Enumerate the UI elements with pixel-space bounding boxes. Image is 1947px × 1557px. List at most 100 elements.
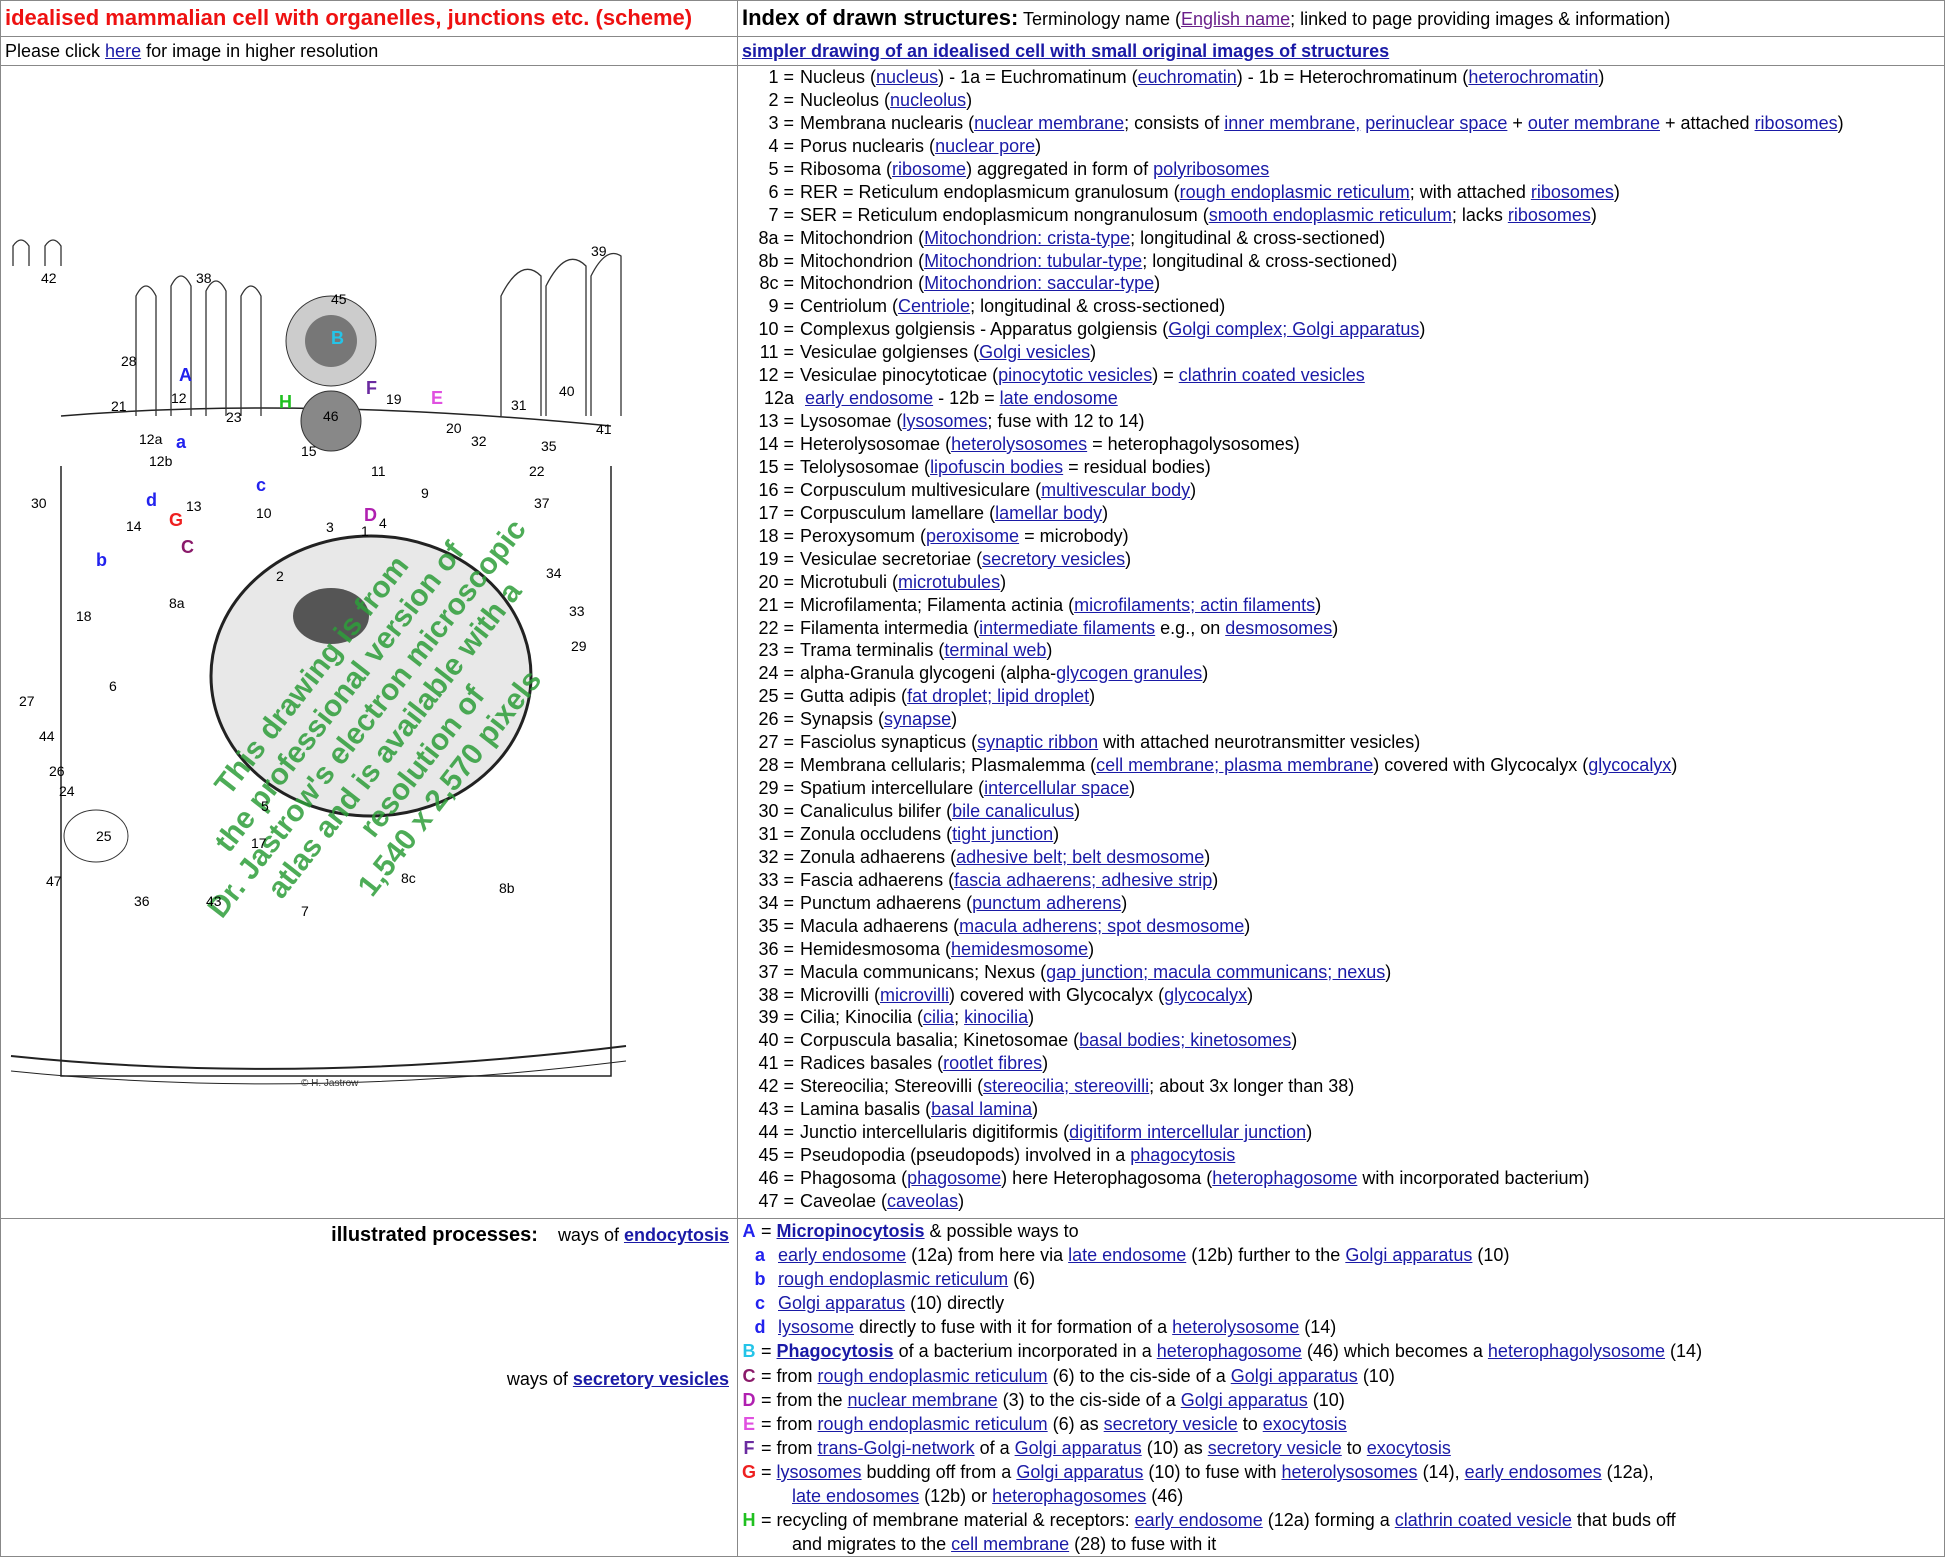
term-link[interactable]: stereocilia; stereovilli [983, 1076, 1150, 1097]
term-link[interactable]: phagocytosis [1130, 1145, 1236, 1166]
term-link[interactable]: early endosome [1134, 1510, 1263, 1531]
term-link[interactable]: glycogen granules [1056, 663, 1203, 684]
hires-link[interactable]: here [105, 41, 142, 61]
term-link[interactable]: exocytosis [1262, 1413, 1347, 1434]
term-link[interactable]: cilia [923, 1007, 955, 1028]
term-link[interactable]: intercellular space [984, 778, 1130, 799]
term-link[interactable]: outer membrane [1527, 112, 1660, 133]
term-link[interactable]: Golgi apparatus [1180, 1389, 1308, 1410]
term-link[interactable]: glycocalyx [1164, 984, 1248, 1005]
term-link[interactable]: Phagocytosis [776, 1341, 894, 1362]
term-link[interactable]: phagosome [907, 1168, 1002, 1188]
term-link[interactable]: rough endoplasmic reticulum [778, 1269, 1009, 1290]
term-link[interactable]: nuclear pore [935, 135, 1036, 156]
term-link[interactable]: heterochromatin [1468, 67, 1599, 87]
term-link[interactable]: Mitochondrion: crista-type [924, 227, 1131, 248]
term-link[interactable]: nucleus [876, 67, 939, 87]
term-link[interactable]: heterolysosome [1172, 1317, 1300, 1338]
term-link[interactable]: secretory vesicles [982, 548, 1126, 569]
term-link[interactable]: basal bodies; kinetosomes [1079, 1030, 1292, 1051]
term-link[interactable]: punctum adherens [972, 892, 1122, 913]
term-link[interactable]: nuclear membrane [847, 1389, 998, 1410]
term-link[interactable]: trans-Golgi-network [817, 1437, 975, 1458]
term-link[interactable]: Golgi apparatus [778, 1293, 906, 1314]
term-link[interactable]: ribosome [892, 158, 967, 179]
term-link[interactable]: nuclear membrane [974, 112, 1125, 133]
term-link[interactable]: Golgi apparatus [1345, 1245, 1473, 1266]
term-link[interactable]: secretory vesicle [1207, 1437, 1342, 1458]
term-link[interactable]: desmosomes [1225, 617, 1333, 638]
term-link[interactable]: heterophagosome [1212, 1168, 1358, 1188]
term-link[interactable]: early endosome [805, 388, 934, 409]
term-link[interactable]: synapse [884, 709, 952, 730]
term-link[interactable]: intermediate filaments [979, 617, 1156, 638]
term-link[interactable]: microvilli [880, 984, 949, 1005]
term-link[interactable]: glycocalyx [1588, 755, 1672, 776]
term-link[interactable]: pinocytotic vesicles [998, 365, 1153, 386]
secretory-vesicles-link[interactable]: secretory vesicles [572, 1369, 729, 1389]
simpler-drawing-link[interactable]: simpler drawing of an idealised cell wit… [742, 41, 1390, 61]
term-link[interactable]: fat droplet; lipid droplet [907, 686, 1090, 707]
term-link[interactable]: Golgi apparatus [1016, 1461, 1144, 1482]
term-link[interactable]: heterophagosome [1156, 1341, 1302, 1362]
term-link[interactable]: microfilaments; actin filaments [1074, 594, 1316, 615]
term-link[interactable]: late endosome [999, 388, 1118, 409]
term-link[interactable]: lysosomes [902, 411, 988, 432]
term-link[interactable]: Golgi vesicles [979, 342, 1091, 363]
term-link[interactable]: clathrin coated vesicles [1178, 365, 1365, 386]
term-link[interactable]: peroxisome [926, 525, 1020, 546]
term-link[interactable]: lysosome [778, 1317, 855, 1338]
term-link[interactable]: exocytosis [1366, 1437, 1451, 1458]
term-link[interactable]: fascia adhaerens; adhesive strip [954, 869, 1213, 890]
english-name-link[interactable]: English name [1181, 9, 1291, 29]
term-link[interactable]: Mitochondrion: tubular-type [924, 250, 1143, 271]
term-link[interactable]: inner membrane, [1224, 112, 1361, 133]
term-link[interactable]: adhesive belt; belt desmosome [956, 846, 1205, 867]
term-link[interactable]: rootlet fibres [943, 1053, 1043, 1074]
term-link[interactable]: heterophagolysosome [1487, 1341, 1666, 1362]
term-link[interactable]: cell membrane [951, 1534, 1070, 1555]
term-link[interactable]: nucleolus [890, 89, 967, 110]
term-link[interactable]: ribosomes [1507, 204, 1591, 225]
term-link[interactable]: rough endoplasmic reticulum [1179, 181, 1410, 202]
term-link[interactable]: euchromatin [1137, 67, 1237, 87]
term-link[interactable]: cell membrane; plasma membrane [1096, 755, 1374, 776]
term-link[interactable]: microtubules [898, 571, 1001, 592]
term-link[interactable]: rough endoplasmic reticulum [817, 1413, 1048, 1434]
term-link[interactable]: Golgi complex; Golgi apparatus [1168, 319, 1420, 340]
cell-diagram[interactable]: This drawing is from the professional ve… [1, 236, 631, 1096]
term-link[interactable]: ribosomes [1754, 112, 1838, 133]
term-link[interactable]: synaptic ribbon [977, 732, 1099, 753]
term-link[interactable]: Micropinocytosis [776, 1221, 925, 1241]
term-link[interactable]: perinuclear space [1365, 112, 1508, 133]
term-link[interactable]: Mitochondrion: saccular-type [924, 273, 1155, 294]
term-link[interactable]: lipofuscin bodies [930, 456, 1064, 477]
term-link[interactable]: polyribosomes [1153, 158, 1270, 179]
term-link[interactable]: bile canaliculus [952, 801, 1075, 821]
term-link[interactable]: basal lamina [931, 1099, 1033, 1120]
term-link[interactable]: Centriole [898, 296, 971, 317]
term-link[interactable]: hemidesmosome [951, 938, 1089, 959]
term-link[interactable]: macula adherens; spot desmosome [959, 915, 1245, 936]
term-link[interactable]: lysosomes [776, 1461, 862, 1482]
endocytosis-link[interactable]: endocytosis [623, 1225, 729, 1245]
term-link[interactable]: late endosome [1068, 1245, 1187, 1266]
term-link[interactable]: lamellar body [995, 502, 1103, 523]
term-link[interactable]: Golgi apparatus [1014, 1437, 1142, 1458]
term-link[interactable]: ribosomes [1530, 181, 1614, 202]
term-link[interactable]: gap junction; macula communicans; nexus [1046, 961, 1386, 982]
term-link[interactable]: late endosomes [792, 1486, 920, 1507]
term-link[interactable]: heterolysosomes [1281, 1461, 1418, 1482]
term-link[interactable]: early endosome [778, 1245, 907, 1266]
term-link[interactable]: secretory vesicle [1103, 1413, 1238, 1434]
term-link[interactable]: heterophagosomes [992, 1486, 1147, 1507]
term-link[interactable]: kinocilia [964, 1007, 1029, 1028]
term-link[interactable]: early endosomes [1464, 1461, 1602, 1482]
term-link[interactable]: multivescular body [1041, 479, 1191, 500]
term-link[interactable]: caveolas [887, 1190, 959, 1211]
term-link[interactable]: smooth endoplasmic reticulum [1208, 204, 1452, 225]
term-link[interactable]: clathrin coated vesicle [1394, 1510, 1572, 1531]
term-link[interactable]: heterolysosomes [951, 434, 1088, 454]
term-link[interactable]: terminal web [944, 640, 1047, 661]
term-link[interactable]: Golgi apparatus [1230, 1365, 1358, 1386]
